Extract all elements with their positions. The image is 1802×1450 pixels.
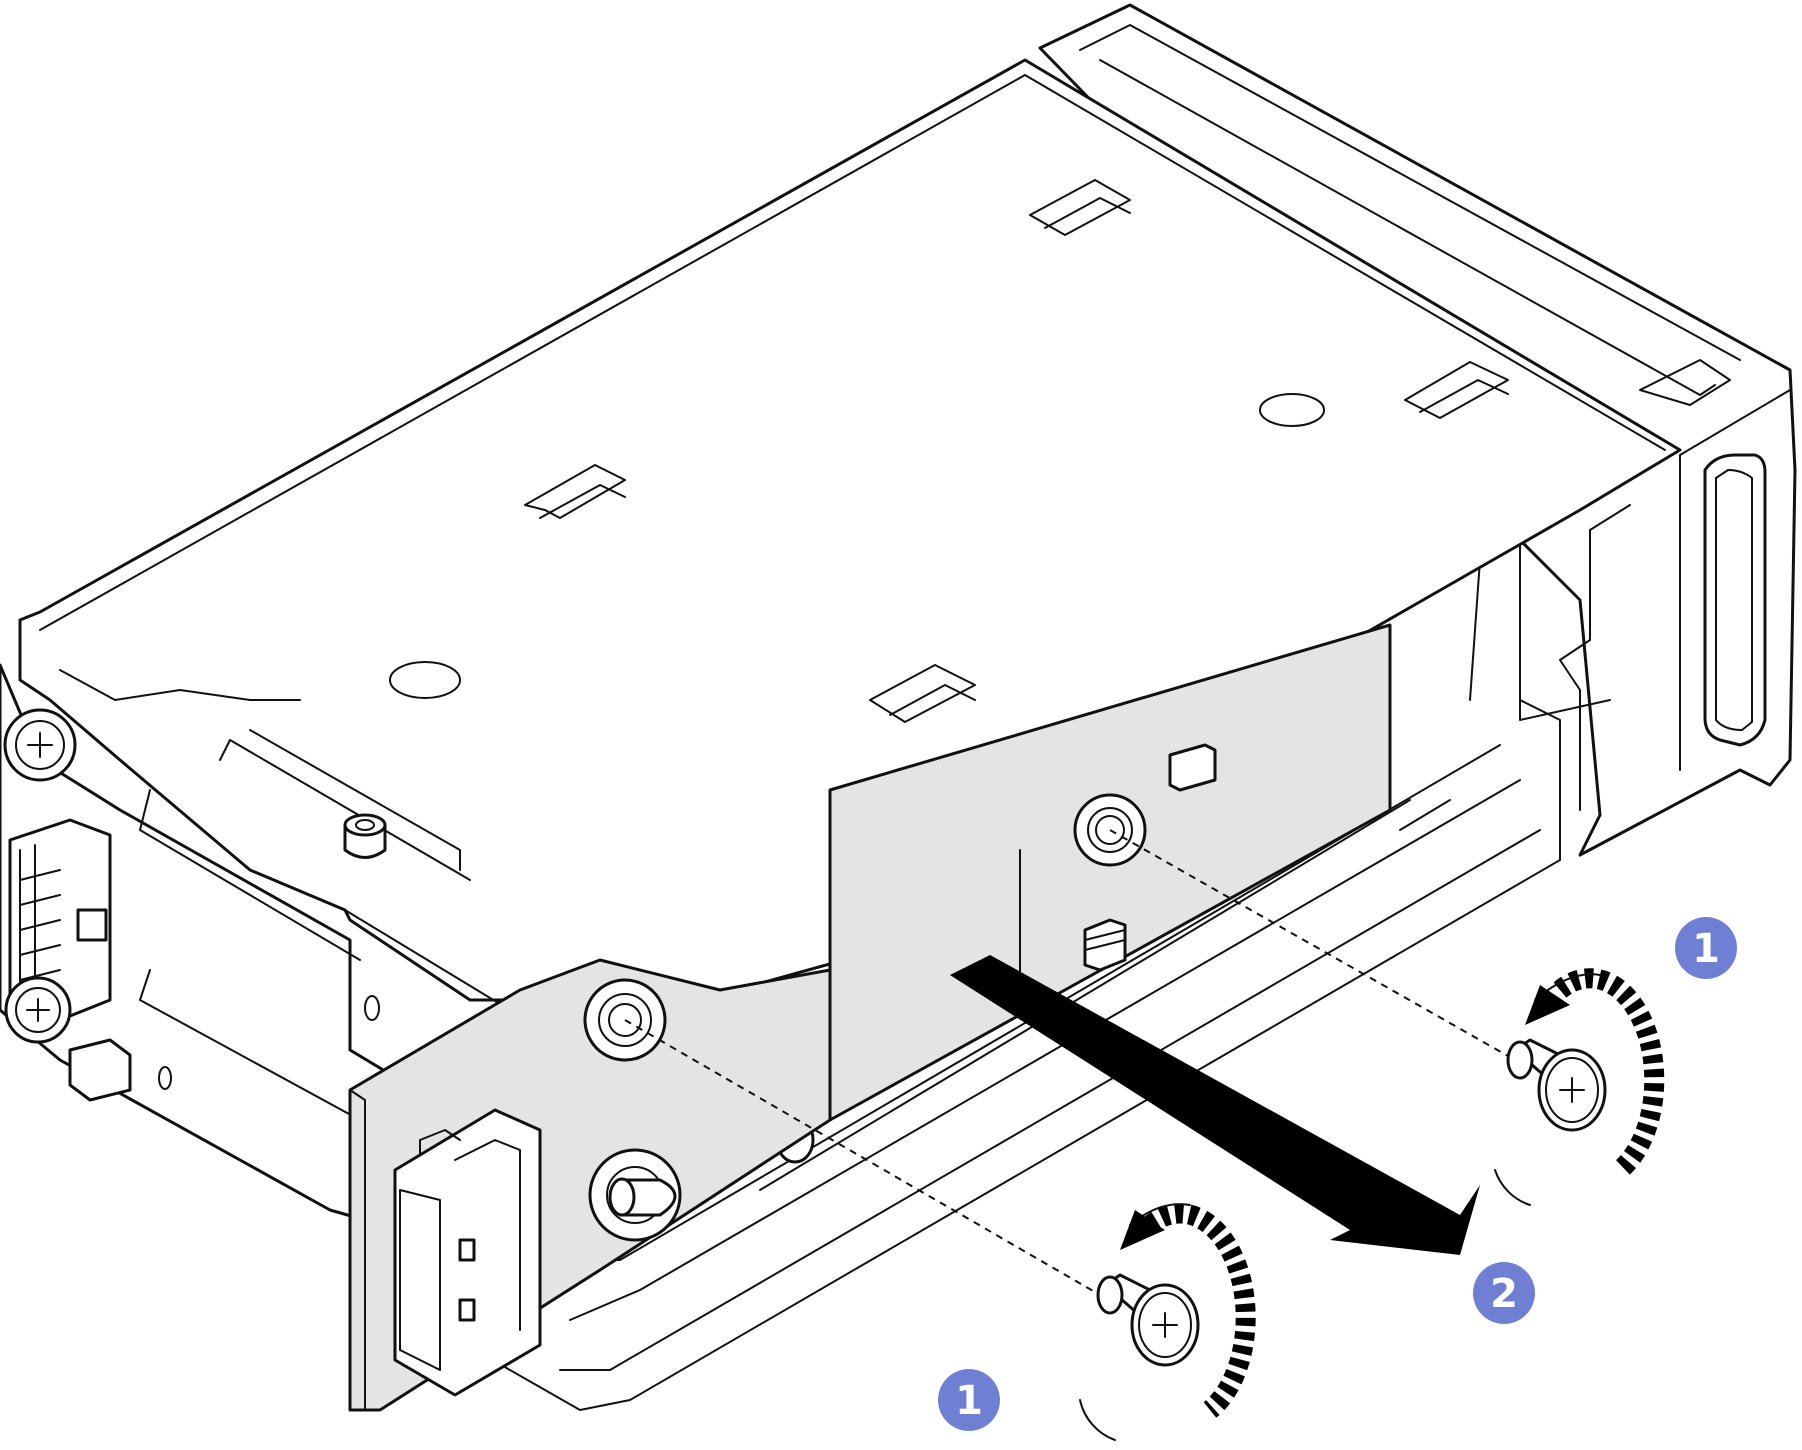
callout-1-right: 1 — [1675, 917, 1737, 979]
alignment-line-upper — [1109, 829, 1516, 1061]
callout-label: 2 — [1490, 1271, 1518, 1317]
wall-screw-bottom — [4, 976, 72, 1044]
phillips-screw-icon — [1506, 1038, 1607, 1132]
callout-1-left: 1 — [938, 1369, 1000, 1431]
counterclockwise-rotation-icon — [1494, 968, 1665, 1206]
counterclockwise-rotation-icon — [1079, 1203, 1256, 1441]
left-wall — [0, 663, 471, 1232]
front-board — [348, 958, 832, 1412]
wall-screw-top — [3, 708, 77, 782]
callout-2: 2 — [1473, 1262, 1535, 1324]
removal-direction-arrow — [950, 955, 1480, 1255]
alignment-line-lower — [624, 1019, 1101, 1296]
screw-left — [1079, 1203, 1256, 1441]
screw-right — [1494, 968, 1665, 1206]
callout-label: 1 — [1692, 926, 1720, 972]
callout-label: 1 — [955, 1378, 983, 1424]
phillips-screw-icon — [1096, 1273, 1200, 1367]
